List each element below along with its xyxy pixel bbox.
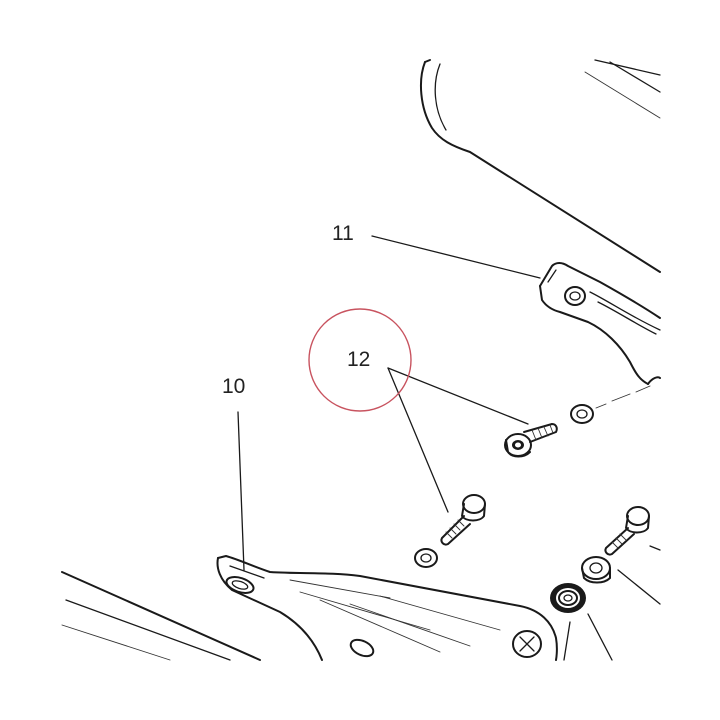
lower-arm-part-10 [61,555,558,661]
flange-nut [550,583,586,613]
washer-upper [570,404,594,424]
callout-10: 10 [222,375,245,398]
bolt-right [604,506,650,556]
leader-lines [237,235,661,661]
washer-center [414,548,438,568]
bolt-center [440,494,486,546]
spacer-right [581,556,611,584]
upper-housing [420,59,661,273]
callout-11: 11 [332,222,354,245]
bracket-part-11 [539,262,661,385]
highlight-circle [308,308,412,412]
bolt-upper [504,423,558,458]
callout-12: 12 [347,348,370,371]
alignment-line [595,385,651,409]
